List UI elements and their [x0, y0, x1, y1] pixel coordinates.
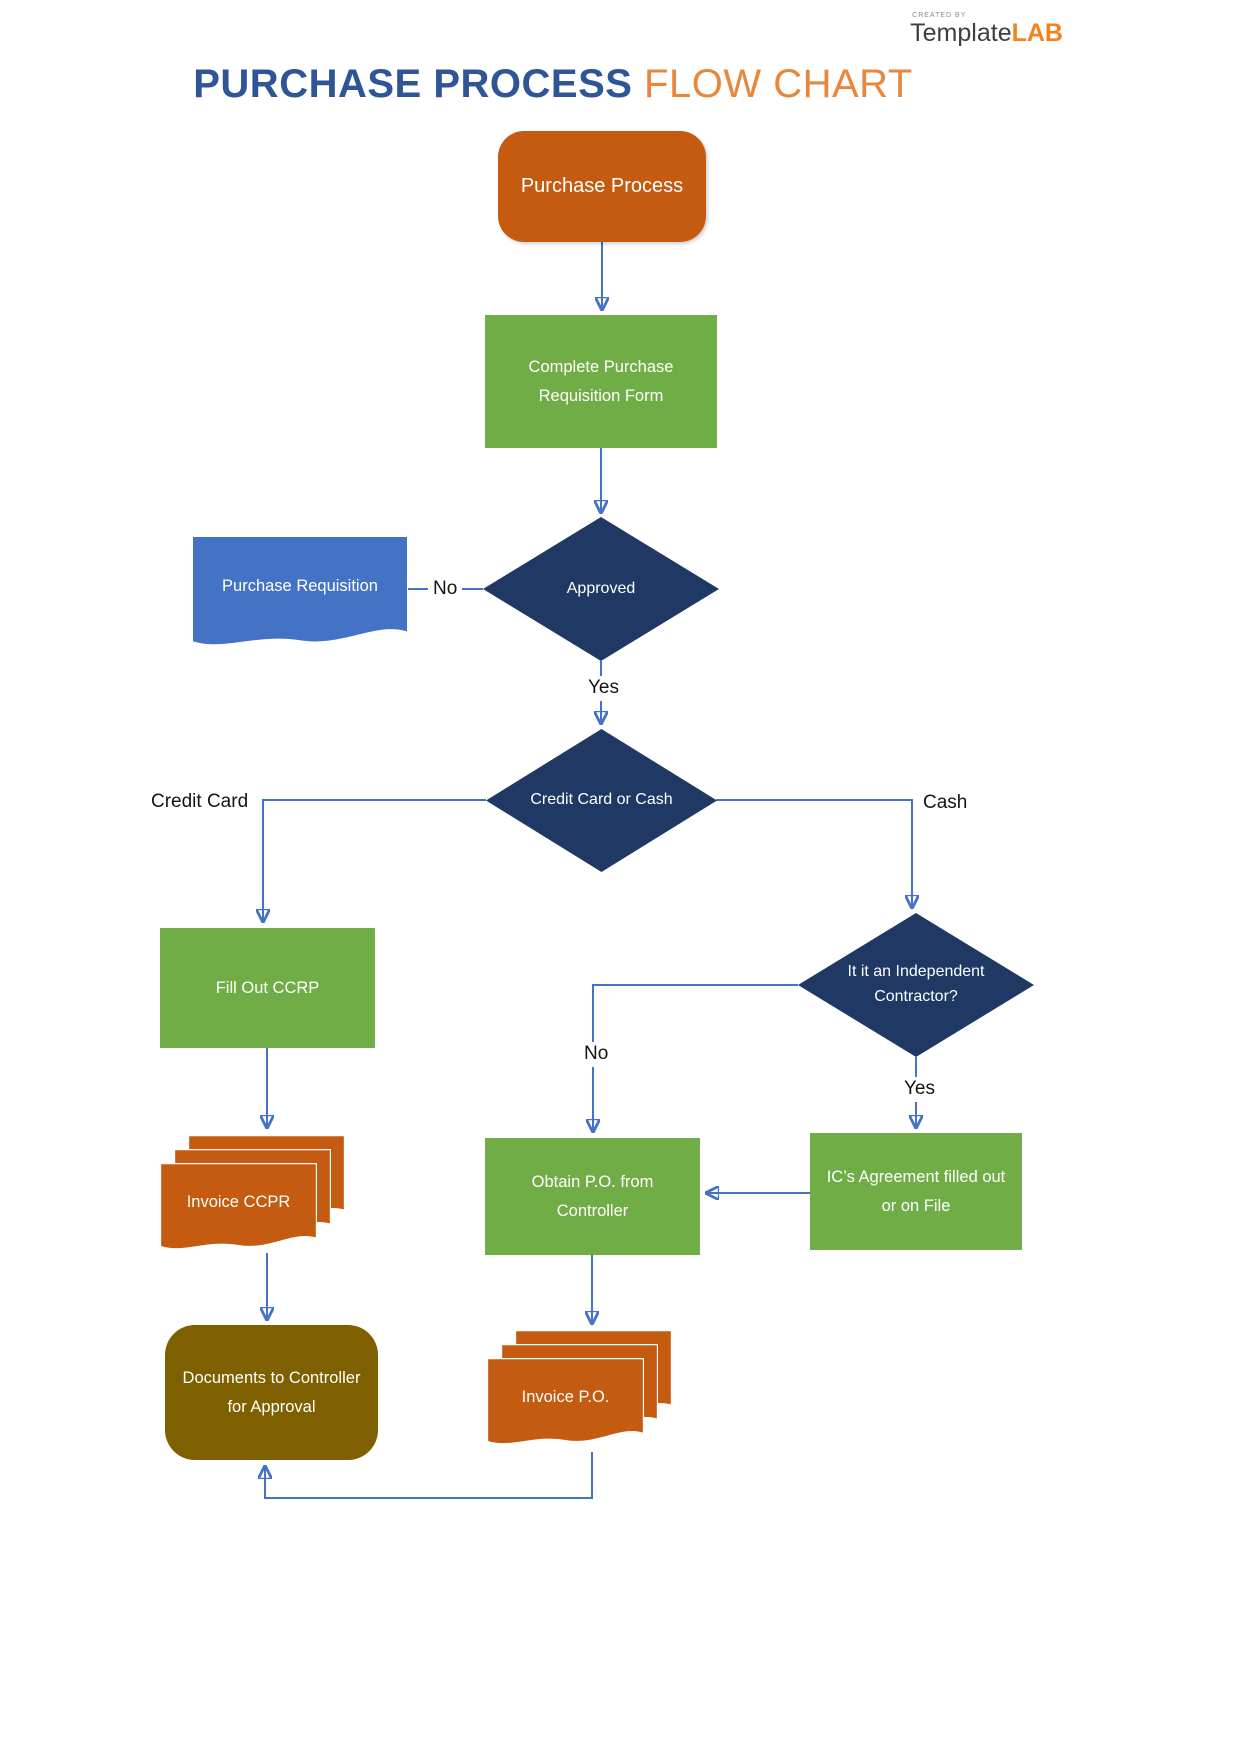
edge-label-approved-no: No — [428, 577, 463, 602]
edge-label-approved-yes: Yes — [583, 676, 624, 701]
document-shape — [487, 1358, 644, 1446]
node-independent-contractor-label: It it an Independent Contractor? — [847, 963, 985, 1005]
logo-brand-name: Template — [910, 19, 1012, 47]
node-documents-to-controller: Documents to Controller for Approval — [165, 1325, 378, 1460]
node-purchase-process: Purchase Process — [498, 131, 706, 242]
edge-label-contractor-no: No — [579, 1042, 614, 1067]
node-obtain-po: Obtain P.O. from Controller — [485, 1138, 700, 1255]
node-fill-out-ccrp-label: Fill Out CCRP — [215, 978, 320, 997]
logo-brand: TemplateLAB — [910, 19, 1063, 47]
connector-cash-branch — [716, 799, 912, 906]
node-approved-decision: Approved — [483, 517, 719, 661]
connector-ic-no-to-obtainpo — [593, 984, 798, 1130]
node-ic-agreement-label: IC’s Agreement filled out or on File — [826, 1168, 1006, 1215]
edge-label-credit-card: Credit Card — [146, 790, 254, 815]
page-title: PURCHASE PROCESS FLOW CHART — [0, 62, 1106, 107]
logo-created-by: CREATED BY — [912, 12, 967, 19]
node-independent-contractor-decision: It it an Independent Contractor? — [798, 913, 1034, 1057]
node-purchase-requisition-document: Purchase Requisition — [193, 537, 407, 655]
node-purchase-process-label: Purchase Process — [520, 175, 684, 197]
edge-label-contractor-yes: Yes — [899, 1077, 940, 1102]
node-credit-or-cash-decision: Credit Card or Cash — [486, 729, 717, 872]
page-title-secondary: FLOW CHART — [632, 62, 913, 106]
document-shape — [160, 1163, 317, 1251]
document-shape — [193, 537, 407, 645]
node-invoice-po-stack: Invoice P.O. — [487, 1330, 672, 1455]
connector-creditcard-branch — [263, 799, 486, 920]
node-obtain-po-label: Obtain P.O. from Controller — [531, 1173, 654, 1220]
node-approved-label: Approved — [566, 579, 636, 597]
edge-label-cash: Cash — [918, 791, 973, 816]
node-purchase-requisition-label: Purchase Requisition — [222, 577, 378, 596]
logo-brand-suffix: LAB — [1011, 19, 1063, 47]
node-complete-requisition-label: Complete Purchase Requisition Form — [528, 358, 674, 405]
node-documents-to-controller-label: Documents to Controller for Approval — [182, 1369, 361, 1416]
page-title-primary: PURCHASE PROCESS — [193, 62, 633, 106]
node-fill-out-ccrp: Fill Out CCRP — [160, 928, 375, 1048]
node-invoice-ccpr-label: Invoice CCPR — [186, 1192, 291, 1211]
templatelab-logo: CREATED BY TemplateLAB — [910, 12, 1063, 46]
node-credit-or-cash-label: Credit Card or Cash — [530, 791, 673, 809]
node-invoice-ccpr-stack: Invoice CCPR — [160, 1135, 345, 1260]
node-ic-agreement: IC’s Agreement filled out or on File — [810, 1133, 1022, 1250]
node-complete-requisition: Complete Purchase Requisition Form — [485, 315, 717, 448]
node-invoice-po-label: Invoice P.O. — [521, 1387, 610, 1406]
